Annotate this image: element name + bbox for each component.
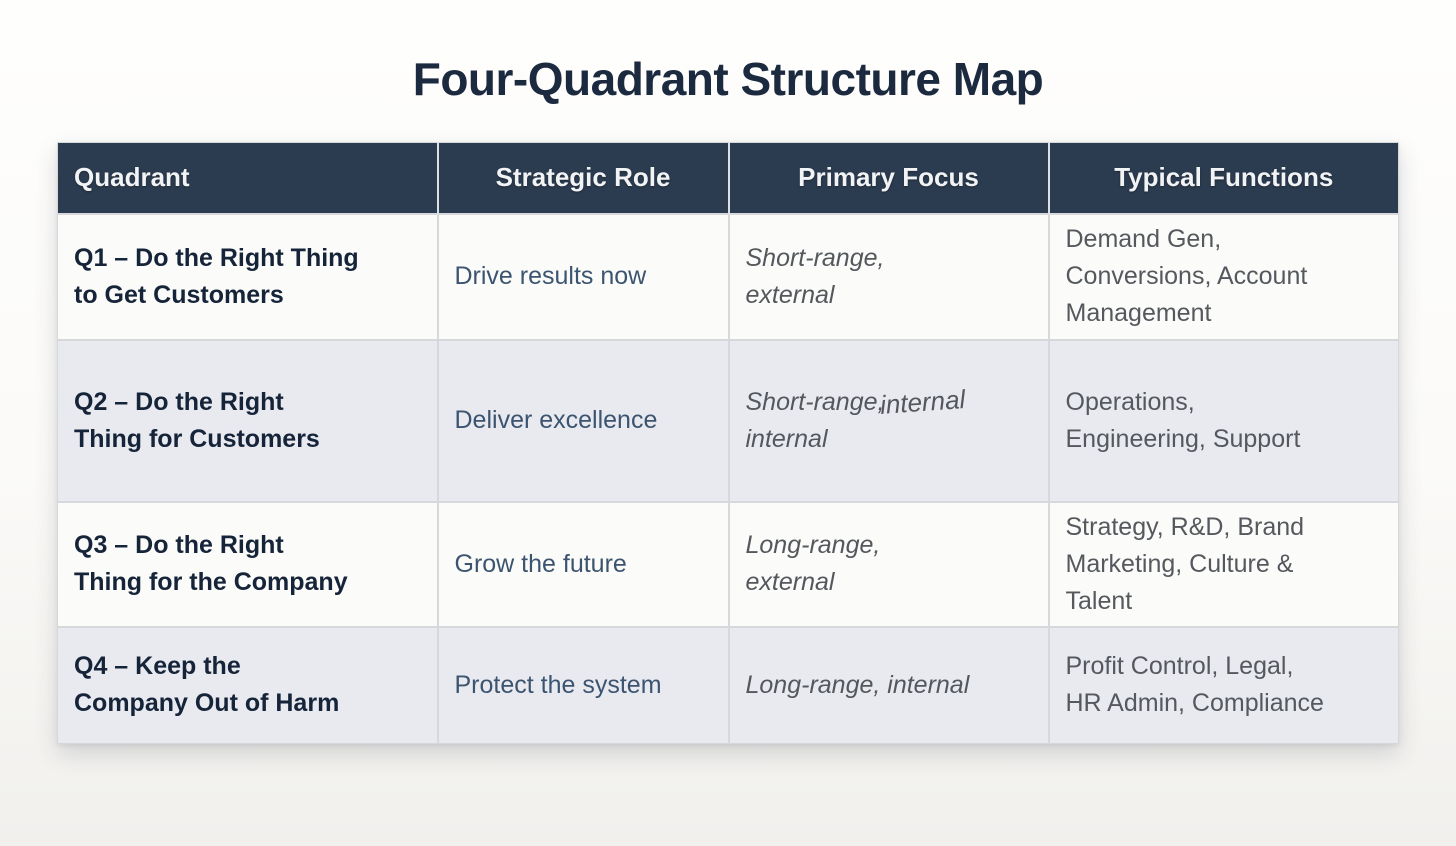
quadrant-cell: Q4 – Keep the Company Out of Harm — [57, 625, 438, 744]
quadrant-cell: Q1 – Do the Right Thing to Get Customers — [57, 212, 438, 340]
header-row: Quadrant Strategic Role Primary Focus Ty… — [57, 142, 1399, 214]
functions-cell: Demand Gen, Conversions, Account Managem… — [1047, 212, 1399, 340]
page-title: Four-Quadrant Structure Map — [412, 53, 1044, 105]
focus-cell: Short-range, internal internal — [727, 338, 1049, 502]
column-header-strategic-role: Strategic Role — [436, 142, 729, 214]
duplicated-internal-text: internal — [878, 383, 966, 420]
quadrant-cell: Q2 – Do the Right Thing for Customers — [57, 338, 438, 502]
column-header-quadrant: Quadrant — [57, 142, 438, 214]
quadrant-table: Quadrant Strategic Role Primary Focus Ty… — [57, 142, 1399, 744]
focus-cell: Long-range, external — [727, 500, 1049, 627]
table-row-q4: Q4 – Keep the Company Out of Harm Protec… — [57, 625, 1399, 744]
focus-cell: Long-range, internal — [727, 625, 1049, 744]
page: Four-Quadrant Structure Map Quadrant Str… — [0, 52, 1456, 744]
table-row-q1: Q1 – Do the Right Thing to Get Customers… — [57, 212, 1399, 340]
table-row-q2: Q2 – Do the Right Thing for Customers De… — [57, 338, 1399, 502]
functions-cell: Operations, Engineering, Support — [1047, 338, 1399, 502]
role-cell: Grow the future — [436, 500, 729, 627]
focus-text: Short-range, internal — [745, 387, 885, 453]
table-row-q3: Q3 – Do the Right Thing for the Company … — [57, 500, 1399, 627]
focus-cell: Short-range, external — [727, 212, 1049, 340]
role-cell: Protect the system — [436, 625, 729, 744]
column-header-typical-functions: Typical Functions — [1047, 142, 1399, 214]
column-header-primary-focus: Primary Focus — [727, 142, 1049, 214]
quadrant-cell: Q3 – Do the Right Thing for the Company — [57, 500, 438, 627]
functions-cell: Profit Control, Legal, HR Admin, Complia… — [1047, 625, 1399, 744]
role-cell: Drive results now — [436, 212, 729, 340]
role-cell: Deliver excellence — [436, 338, 729, 502]
functions-cell: Strategy, R&D, Brand Marketing, Culture … — [1047, 500, 1399, 627]
